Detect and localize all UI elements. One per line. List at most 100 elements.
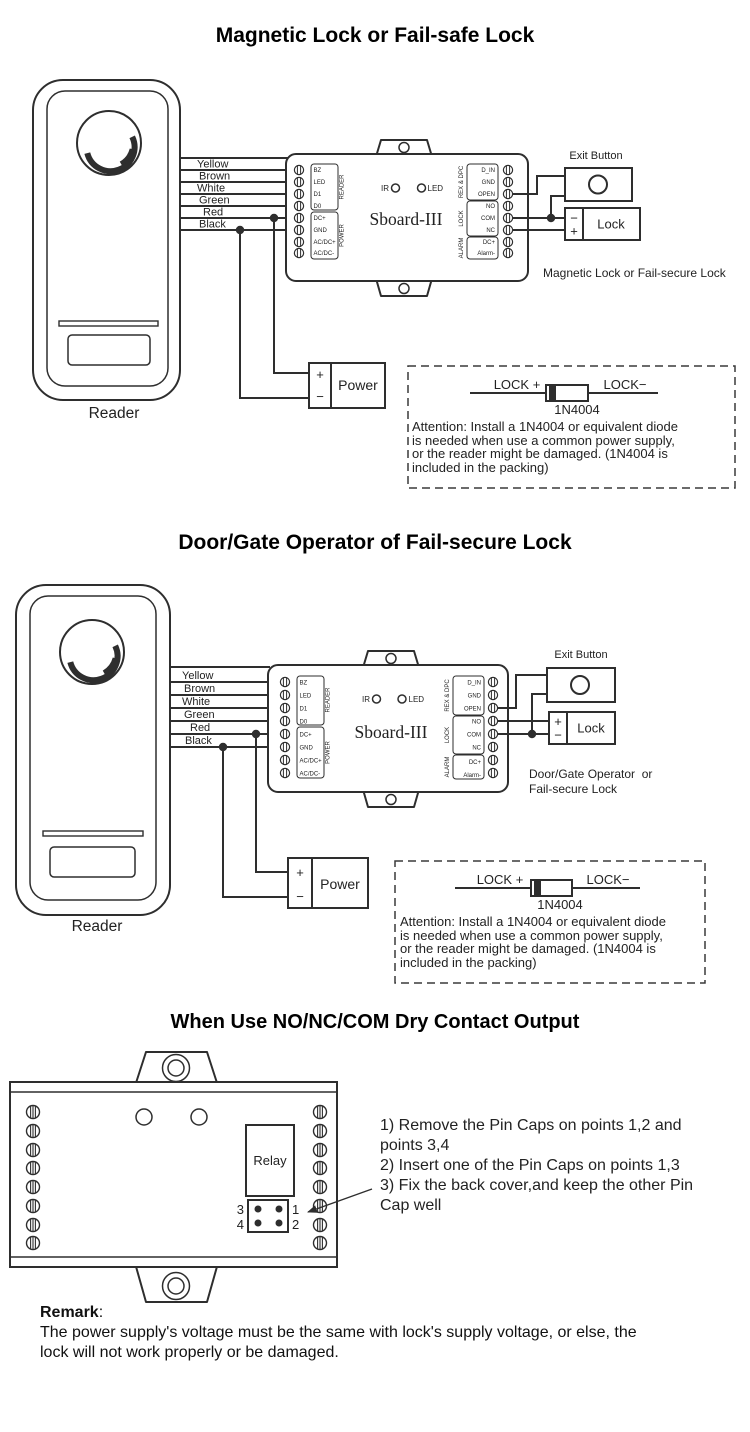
screw-terminal [293,247,305,259]
group-box [452,675,485,716]
diode-lock-minus-label: LOCK− [587,872,630,887]
wire-open-to-exit [513,175,565,195]
mounting-hole-top [385,652,397,665]
note-border [394,860,706,984]
group-box [466,200,499,237]
lock-caption-line2: Fail-secure Lock [529,782,618,796]
diagram-fail-safe: Reader Yellow Brown White Green Red Blac… [32,79,736,489]
junction-dot [527,729,537,739]
controller-body [267,664,509,793]
screw-terminal [25,1217,41,1233]
screw-terminal [279,754,291,766]
power-box [287,857,369,909]
diode-symbol [530,879,573,897]
exit-button-box [546,667,616,703]
screw-terminal [293,236,305,248]
group-box [310,163,339,211]
wire-exit-to-junction [531,693,547,734]
terminal-group-power: DC+ GND AC/DC+ AC/DC- POWER [310,211,346,260]
screw-terminal [312,1217,328,1233]
pin-4 [254,1219,262,1227]
lock-device: − + Lock [564,207,641,241]
group-label: POWER [340,224,346,247]
screw-terminal [279,689,291,701]
terminal-label: GND [482,180,496,186]
ir-label: IR [362,695,370,704]
remark-heading: Remark: [40,1303,637,1323]
screw-terminal [293,176,305,188]
terminal-group-power: DC+ GND AC/DC+ AC/DC- POWER [296,726,332,779]
pin-cap-instructions: 1) Remove the Pin Caps on points 1,2 and… [380,1116,693,1216]
screw-terminal [502,212,514,224]
reader-wires: Yellow Brown White Green Red Black [180,157,296,231]
lock-device: + − Lock [548,711,616,745]
ir-label: IR [381,184,389,193]
screw-terminal [312,1179,328,1195]
terminal-group-lock: NO COM NC LOCK [445,715,485,755]
section2-title: Door/Gate Operator of Fail-secure Lock [178,531,572,554]
pin-3 [254,1205,262,1213]
reader-camera-glare-icon [84,135,138,175]
screw-terminal [25,1123,41,1139]
note-border [407,365,736,489]
terminal-label: NC [486,228,495,234]
group-label: REX & DPC [445,679,451,712]
power-minus-sign: − [316,389,324,404]
attention-line: Attention: Install a 1N4004 or equivalen… [412,419,678,434]
exit-button: Exit Button [564,150,633,202]
power-plus-sign: + [316,367,324,382]
ir-indicator-light [390,183,401,193]
attention-note: Attention: Install a 1N4004 or equivalen… [412,420,678,475]
terminal-label: GND [314,228,328,234]
terminal-group-alarm: DC+ Alarm- ALARM [459,236,499,260]
terminal-group-reader: BZ LED D1 D0 READER [296,675,332,726]
lock-wiring [513,175,565,231]
terminal-group-rex-dpc: D_IN GND OPEN REX & DPC [445,675,485,716]
screw-terminal [312,1235,328,1251]
group-box [296,675,325,726]
terminal-label: NO [486,204,495,210]
mounting-ring-inner [167,1059,185,1077]
reader-device: Reader [32,79,181,422]
group-label: ALARM [459,238,465,259]
terminal-group-alarm: DC+ Alarm- ALARM [445,754,485,780]
pin-1 [275,1205,283,1213]
group-box [452,715,485,755]
power-supply: + − Power [235,213,386,409]
screw-terminal [312,1104,328,1120]
terminal-label: LED [300,694,312,700]
terminal-label: LED [314,180,326,186]
wire-label-brown: Brown [184,683,215,695]
screw-terminal [487,767,499,779]
diode-part-number: 1N4004 [554,402,600,417]
screw-terminal [293,212,305,224]
terminal-label: D1 [314,192,322,198]
terminal-group-reader: BZ LED D1 D0 READER [310,163,346,211]
board-hole [135,1108,153,1126]
lock-plus-sign: + [570,224,578,239]
screw-terminal [487,728,499,740]
terminal-group-rex-dpc: D_IN GND OPEN REX & DPC [459,163,499,201]
reader-label: Reader [89,405,140,422]
button-circle-icon [570,675,590,695]
reader-led-bar [42,830,144,837]
screw-terminal [487,676,499,688]
lock-caption: Magnetic Lock or Fail-secure Lock [543,266,727,280]
reader-camera-glare2-icon [102,657,118,675]
screw-terminal [487,715,499,727]
controller-board: BZ LED D1 D0 READER DC+ GND AC/DC+ AC/DC… [285,139,529,297]
reader-led-bar [58,320,159,327]
attention-line: or the reader might be damaged. (1N4004 … [412,446,668,462]
attention-line: included in the packing) [412,460,549,476]
terminal-label: D_IN [481,168,495,174]
reader-label: Reader [72,918,123,935]
terminal-label: D1 [300,707,308,713]
lock-box [564,207,641,241]
diagram-fail-secure: Reader Yellow Brown White Green Red Blac… [15,584,706,984]
led-indicator-light [397,694,407,704]
screw-terminal [279,741,291,753]
screw-terminal [25,1160,41,1176]
attention-line: Attention: Install a 1N4004 or equivalen… [400,914,666,929]
diode-lock-plus-label: LOCK + [477,872,524,887]
